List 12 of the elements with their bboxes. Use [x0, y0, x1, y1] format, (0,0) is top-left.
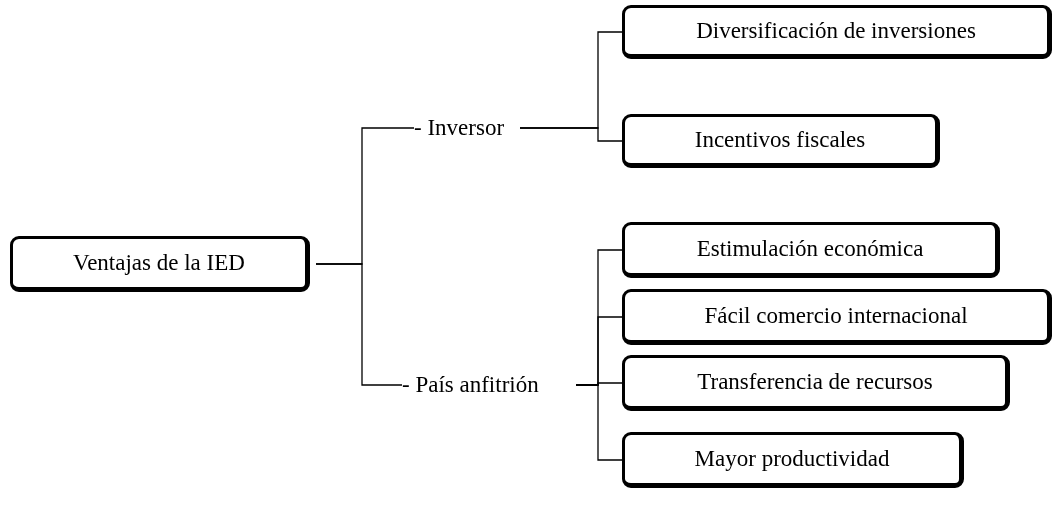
- topic-box: Mayor productividad: [622, 432, 964, 488]
- topic-box: Incentivos fiscales: [622, 114, 940, 168]
- bracket-connector: [315, 263, 403, 386]
- topic-box: Ventajas de la IED: [10, 236, 310, 292]
- bracket-connector: [575, 384, 623, 461]
- topic-box: Diversificación de inversiones: [622, 5, 1052, 59]
- topic-box: Fácil comercio internacional: [622, 289, 1052, 345]
- branch-label: - País anfitrión: [402, 369, 570, 401]
- branch-label: - Inversor: [414, 112, 514, 144]
- bracket-connector: [519, 127, 623, 142]
- topic-box: Estimulación económica: [622, 222, 1000, 278]
- topic-box: Transferencia de recursos: [622, 355, 1010, 411]
